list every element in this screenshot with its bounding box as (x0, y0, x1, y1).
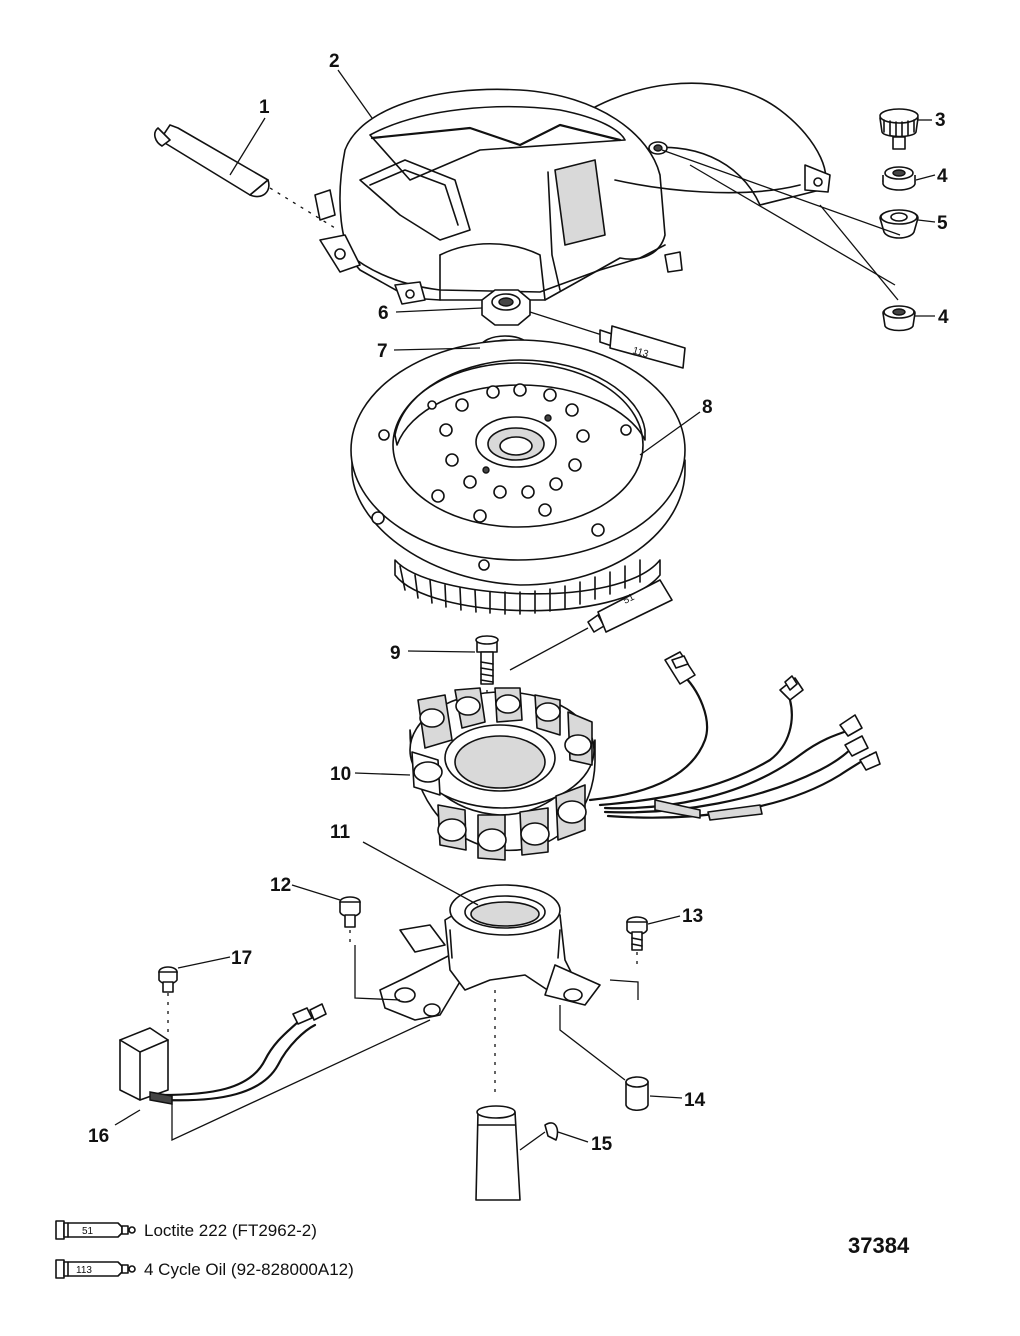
part-4-grommet-lower (689, 164, 916, 332)
part-14-sleeve (625, 1076, 649, 1112)
part-13-screw (626, 916, 648, 965)
callout-7: 7 (377, 341, 388, 362)
callout-10: 10 (330, 764, 351, 785)
loctite-tube-51: 51 (509, 579, 673, 671)
legend: 51 Loctite 222 (FT2962-2) 113 4 Cycle Oi… (55, 1220, 354, 1279)
callout-13: 13 (682, 906, 703, 927)
part-11-base-plate (354, 841, 639, 1095)
part-3-knob (879, 108, 919, 150)
callout-8: 8 (702, 397, 713, 418)
legend-item-loctite: 51 Loctite 222 (FT2962-2) (55, 1220, 317, 1240)
part-10-stator (409, 651, 881, 861)
legend-text-oil: 4 Cycle Oil (92-828000A12) (144, 1260, 354, 1279)
legend-item-oil: 113 4 Cycle Oil (92-828000A12) (55, 1259, 354, 1279)
part-15-key (519, 1122, 559, 1151)
part-4-grommet-upper (882, 166, 916, 191)
part-1-tube (153, 124, 336, 229)
callout-2: 2 (329, 51, 340, 72)
tube-label-51: 51 (621, 592, 636, 607)
callout-labels: 1 2 3 4 4 5 6 7 8 9 10 11 12 13 14 15 16… (88, 51, 949, 1155)
drawing-number: 37384 (848, 1233, 910, 1258)
part-8-flywheel (350, 339, 686, 615)
callout-14: 14 (684, 1090, 706, 1111)
part-12-screw (339, 896, 361, 945)
callout-15: 15 (591, 1134, 613, 1155)
tube-label-113: 113 (631, 345, 650, 360)
part-5-bushing (661, 149, 919, 239)
legend-tube-label-113: 113 (76, 1265, 92, 1276)
callout-4-upper: 4 (937, 166, 948, 187)
callout-6: 6 (378, 303, 389, 324)
callout-4-lower: 4 (938, 307, 949, 328)
legend-tube-label-51: 51 (82, 1226, 94, 1237)
oil-tube-113: 113 (599, 325, 686, 369)
callout-17: 17 (231, 948, 252, 969)
part-17-screw (158, 966, 178, 993)
callout-16: 16 (88, 1126, 109, 1147)
callout-1: 1 (259, 97, 270, 118)
part-2-flywheel-cover (314, 82, 831, 305)
legend-text-loctite: Loctite 222 (FT2962-2) (144, 1221, 317, 1240)
part-6-nut (481, 289, 603, 336)
part-9-bolt (475, 635, 499, 735)
callout-12: 12 (270, 875, 291, 896)
crankshaft (475, 1105, 521, 1201)
callout-5: 5 (937, 213, 948, 234)
callout-leaders (177, 69, 936, 1143)
callout-9: 9 (390, 643, 401, 664)
callout-3: 3 (935, 110, 946, 131)
part-16-coil-module (114, 993, 431, 1142)
callout-11: 11 (330, 822, 351, 843)
